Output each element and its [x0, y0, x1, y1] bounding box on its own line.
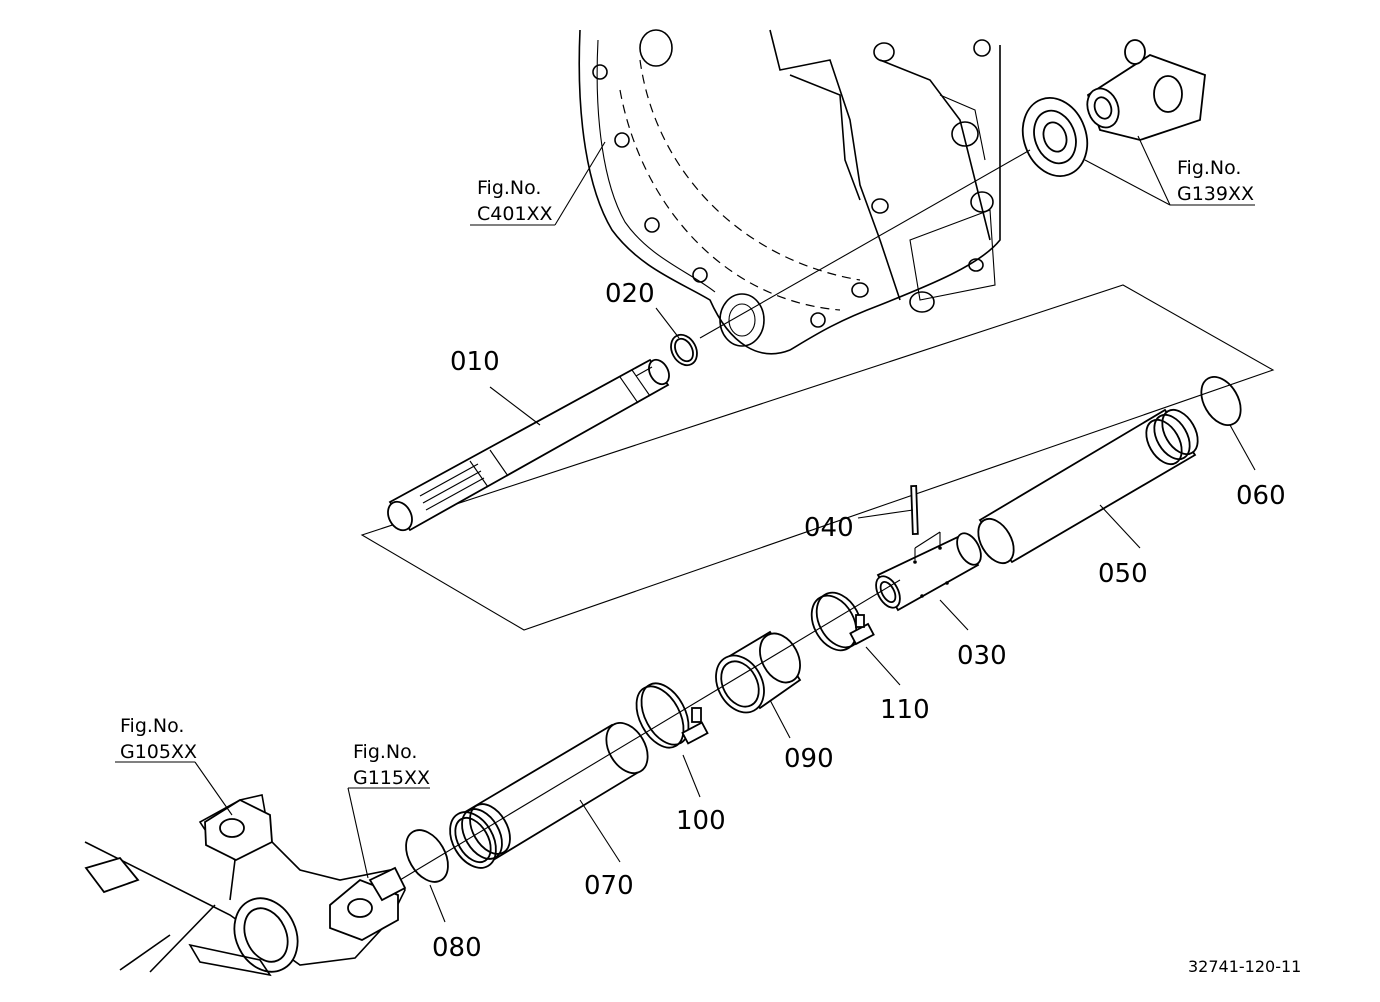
part-090-coupler-hose	[715, 630, 802, 714]
callout-090: 090	[784, 744, 834, 774]
fig-ref-g139-line2: G139XX	[1177, 183, 1254, 205]
parts-group-outline	[360, 284, 1275, 631]
fig-ref-g115-line1: Fig.No.	[353, 741, 417, 763]
callout-040: 040	[804, 513, 854, 543]
callout-100: 100	[676, 806, 726, 836]
part-010-shaft	[387, 358, 670, 532]
axis-line-lower	[399, 579, 901, 881]
part-080-o-ring	[405, 829, 449, 883]
drawing-number: 32741-120-11	[1188, 957, 1301, 976]
part-110-hose-clamp	[810, 591, 875, 652]
callout-010: 010	[450, 347, 500, 377]
fig-ref-g105-line2: G105XX	[120, 741, 197, 763]
fig-ref-c401-line1: Fig.No.	[477, 177, 541, 199]
bearing-and-universal-joint	[1021, 39, 1206, 177]
part-100-hose-clamp	[635, 682, 709, 749]
callout-020: 020	[605, 279, 655, 309]
callout-050: 050	[1098, 559, 1148, 589]
callout-080: 080	[432, 933, 482, 963]
callout-030: 030	[957, 641, 1007, 671]
fig-ref-g139-line1: Fig.No.	[1177, 157, 1241, 179]
fig-ref-g105-line1: Fig.No.	[120, 715, 184, 737]
callout-060: 060	[1236, 481, 1286, 511]
leader-lines	[115, 135, 1256, 923]
part-020-o-ring	[670, 333, 698, 367]
fig-ref-g115-line2: G115XX	[353, 767, 430, 789]
part-060-o-ring	[1200, 376, 1242, 426]
transmission-housing	[578, 29, 1001, 355]
part-030-sleeve	[875, 531, 982, 612]
callout-070: 070	[584, 871, 634, 901]
front-axle-housing	[84, 794, 407, 977]
part-050-tube	[977, 408, 1199, 564]
part-070-tube	[449, 722, 649, 869]
callout-110: 110	[880, 695, 930, 725]
fig-ref-c401-line2: C401XX	[477, 203, 553, 225]
axis-line-upper	[699, 149, 1031, 339]
